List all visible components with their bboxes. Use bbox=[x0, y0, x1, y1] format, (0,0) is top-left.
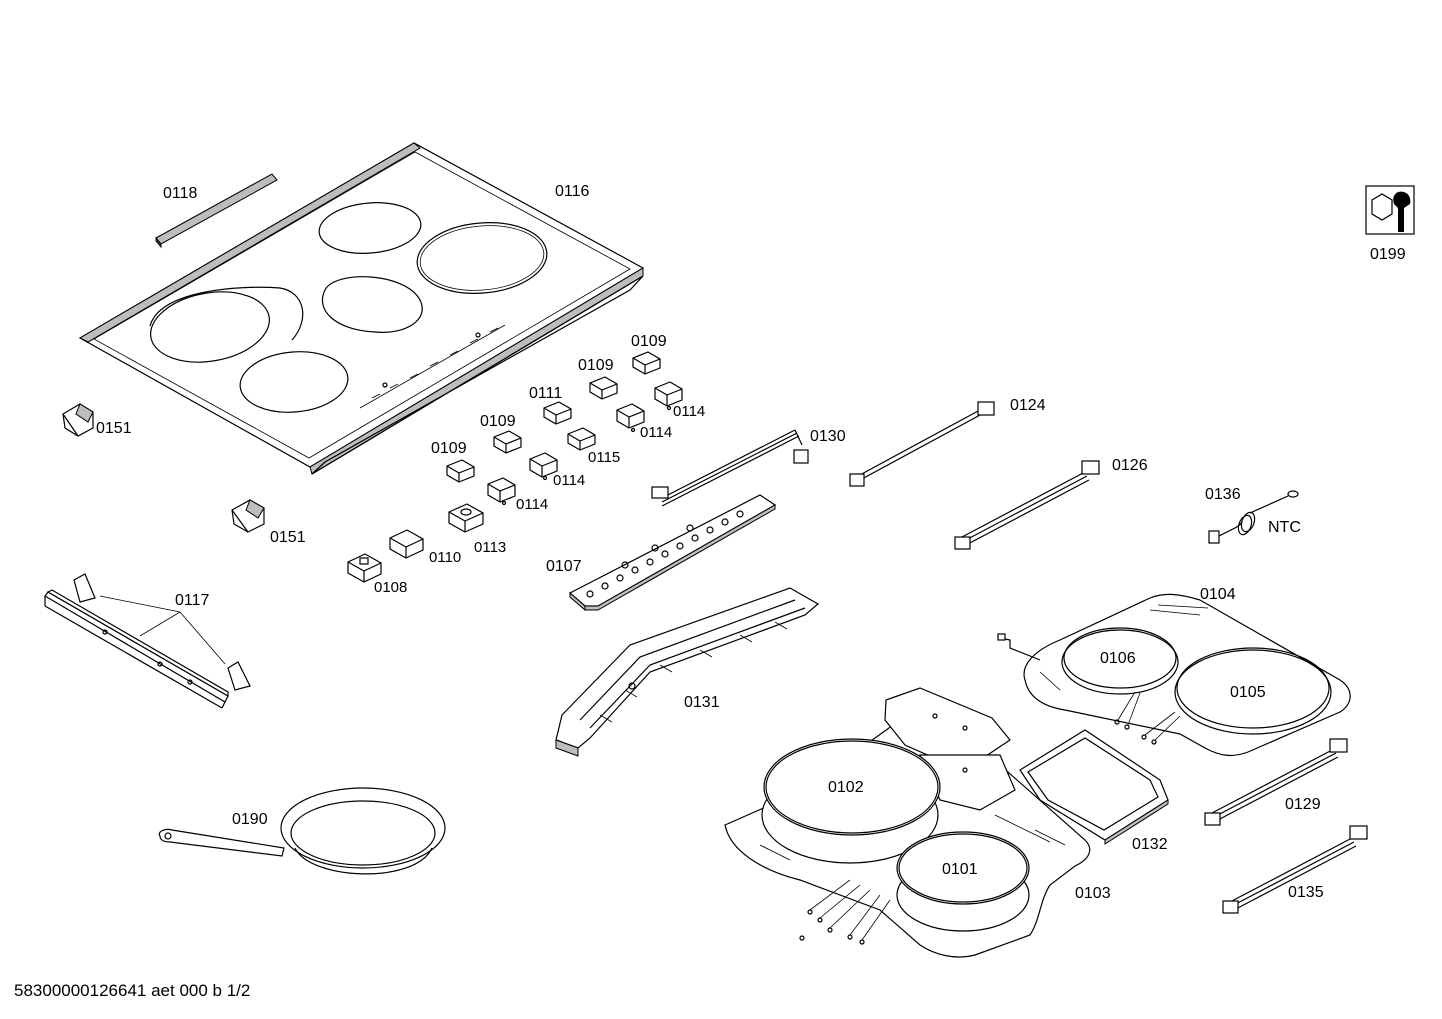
control-knob-part[interactable] bbox=[448, 503, 484, 533]
label-0110: 0110 bbox=[429, 549, 461, 566]
support-rail-part[interactable] bbox=[44, 573, 251, 709]
heating-element-0101-part[interactable] bbox=[896, 831, 1030, 932]
label-0135: 0135 bbox=[1288, 884, 1324, 901]
label-0199: 0199 bbox=[1370, 246, 1406, 263]
label-0190: 0190 bbox=[232, 811, 268, 828]
control-knob-part[interactable] bbox=[529, 452, 558, 481]
control-knob-part[interactable] bbox=[567, 427, 596, 451]
ribbon-cable-part[interactable] bbox=[651, 429, 809, 507]
ntc-sensor-part[interactable] bbox=[1208, 490, 1299, 544]
label-0113: 0113 bbox=[474, 539, 506, 556]
heating-element-0106-part[interactable] bbox=[1061, 627, 1179, 695]
corner-bracket-part[interactable] bbox=[231, 499, 265, 533]
glass-cooktop-part[interactable] bbox=[78, 142, 645, 475]
label-0108: 0108 bbox=[374, 579, 407, 596]
frying-pan-part[interactable] bbox=[158, 787, 446, 875]
shield-plate-0132-part[interactable] bbox=[1019, 729, 1169, 845]
cable-0126-part[interactable] bbox=[954, 460, 1100, 550]
label-0136: 0136 bbox=[1205, 486, 1241, 503]
control-knob-part[interactable] bbox=[347, 553, 382, 583]
cable-0129-part[interactable] bbox=[1204, 738, 1348, 826]
label-0151: 0151 bbox=[270, 529, 306, 546]
control-knob-part[interactable] bbox=[487, 477, 516, 506]
label-0116: 0116 bbox=[555, 183, 590, 200]
label-0129: 0129 bbox=[1285, 796, 1321, 813]
label-0102: 0102 bbox=[828, 779, 864, 796]
label-0151: 0151 bbox=[96, 420, 132, 437]
heating-element-0102-part[interactable] bbox=[761, 738, 941, 864]
control-knob-part[interactable] bbox=[632, 351, 661, 375]
label-0109: 0109 bbox=[431, 440, 467, 457]
label-0107: 0107 bbox=[546, 558, 582, 575]
label-0114: 0114 bbox=[553, 472, 585, 489]
label-0109: 0109 bbox=[578, 357, 614, 374]
seal-strip-part[interactable] bbox=[155, 173, 278, 249]
label-0124: 0124 bbox=[1010, 397, 1046, 414]
label-0106: 0106 bbox=[1100, 650, 1136, 667]
label-ntc: NTC bbox=[1268, 519, 1301, 536]
corner-bracket-part[interactable] bbox=[62, 403, 94, 437]
label-0118: 0118 bbox=[163, 185, 198, 202]
control-pcb-part[interactable] bbox=[568, 494, 777, 612]
label-0130: 0130 bbox=[810, 428, 846, 445]
label-0109: 0109 bbox=[631, 333, 667, 350]
cable-0124-part[interactable] bbox=[849, 401, 995, 487]
heating-element-0105-part[interactable] bbox=[1174, 647, 1332, 735]
label-0115: 0115 bbox=[588, 449, 620, 466]
label-0126: 0126 bbox=[1112, 457, 1148, 474]
label-0131: 0131 bbox=[684, 694, 720, 711]
tray-wire-leads bbox=[799, 879, 891, 945]
cover-plate-part[interactable] bbox=[884, 687, 1016, 811]
control-knob-part[interactable] bbox=[616, 403, 645, 433]
control-knob-part[interactable] bbox=[589, 376, 618, 400]
pcb-carrier-part[interactable] bbox=[555, 587, 820, 757]
label-0104: 0104 bbox=[1200, 586, 1236, 603]
control-knob-part[interactable] bbox=[654, 381, 683, 411]
touch-control-markings bbox=[359, 324, 506, 409]
part-labels: 0118 0116 0199 0109 0109 0111 0109 0109 … bbox=[96, 183, 1406, 902]
label-0103: 0103 bbox=[1075, 885, 1111, 902]
label-0117: 0117 bbox=[175, 592, 210, 609]
label-0114: 0114 bbox=[516, 496, 548, 513]
tray-wire-leads bbox=[1114, 691, 1181, 745]
label-0132: 0132 bbox=[1132, 836, 1168, 853]
label-0114: 0114 bbox=[673, 403, 705, 420]
label-0101: 0101 bbox=[942, 861, 978, 878]
control-knobs-group bbox=[347, 351, 683, 583]
control-knob-part[interactable] bbox=[493, 430, 522, 454]
drawing-reference-footer: 58300000126641 aet 000 b 1/2 bbox=[14, 981, 251, 1000]
control-knob-part[interactable] bbox=[446, 459, 475, 483]
label-0114: 0114 bbox=[640, 424, 672, 441]
control-knob-part[interactable] bbox=[543, 401, 572, 425]
cable-0135-part[interactable] bbox=[1222, 825, 1368, 914]
label-0111: 0111 bbox=[529, 385, 562, 402]
label-0105: 0105 bbox=[1230, 684, 1266, 701]
nut-and-wrench-icon bbox=[1365, 185, 1415, 235]
label-0109: 0109 bbox=[480, 413, 516, 430]
control-knob-part[interactable] bbox=[389, 529, 424, 559]
